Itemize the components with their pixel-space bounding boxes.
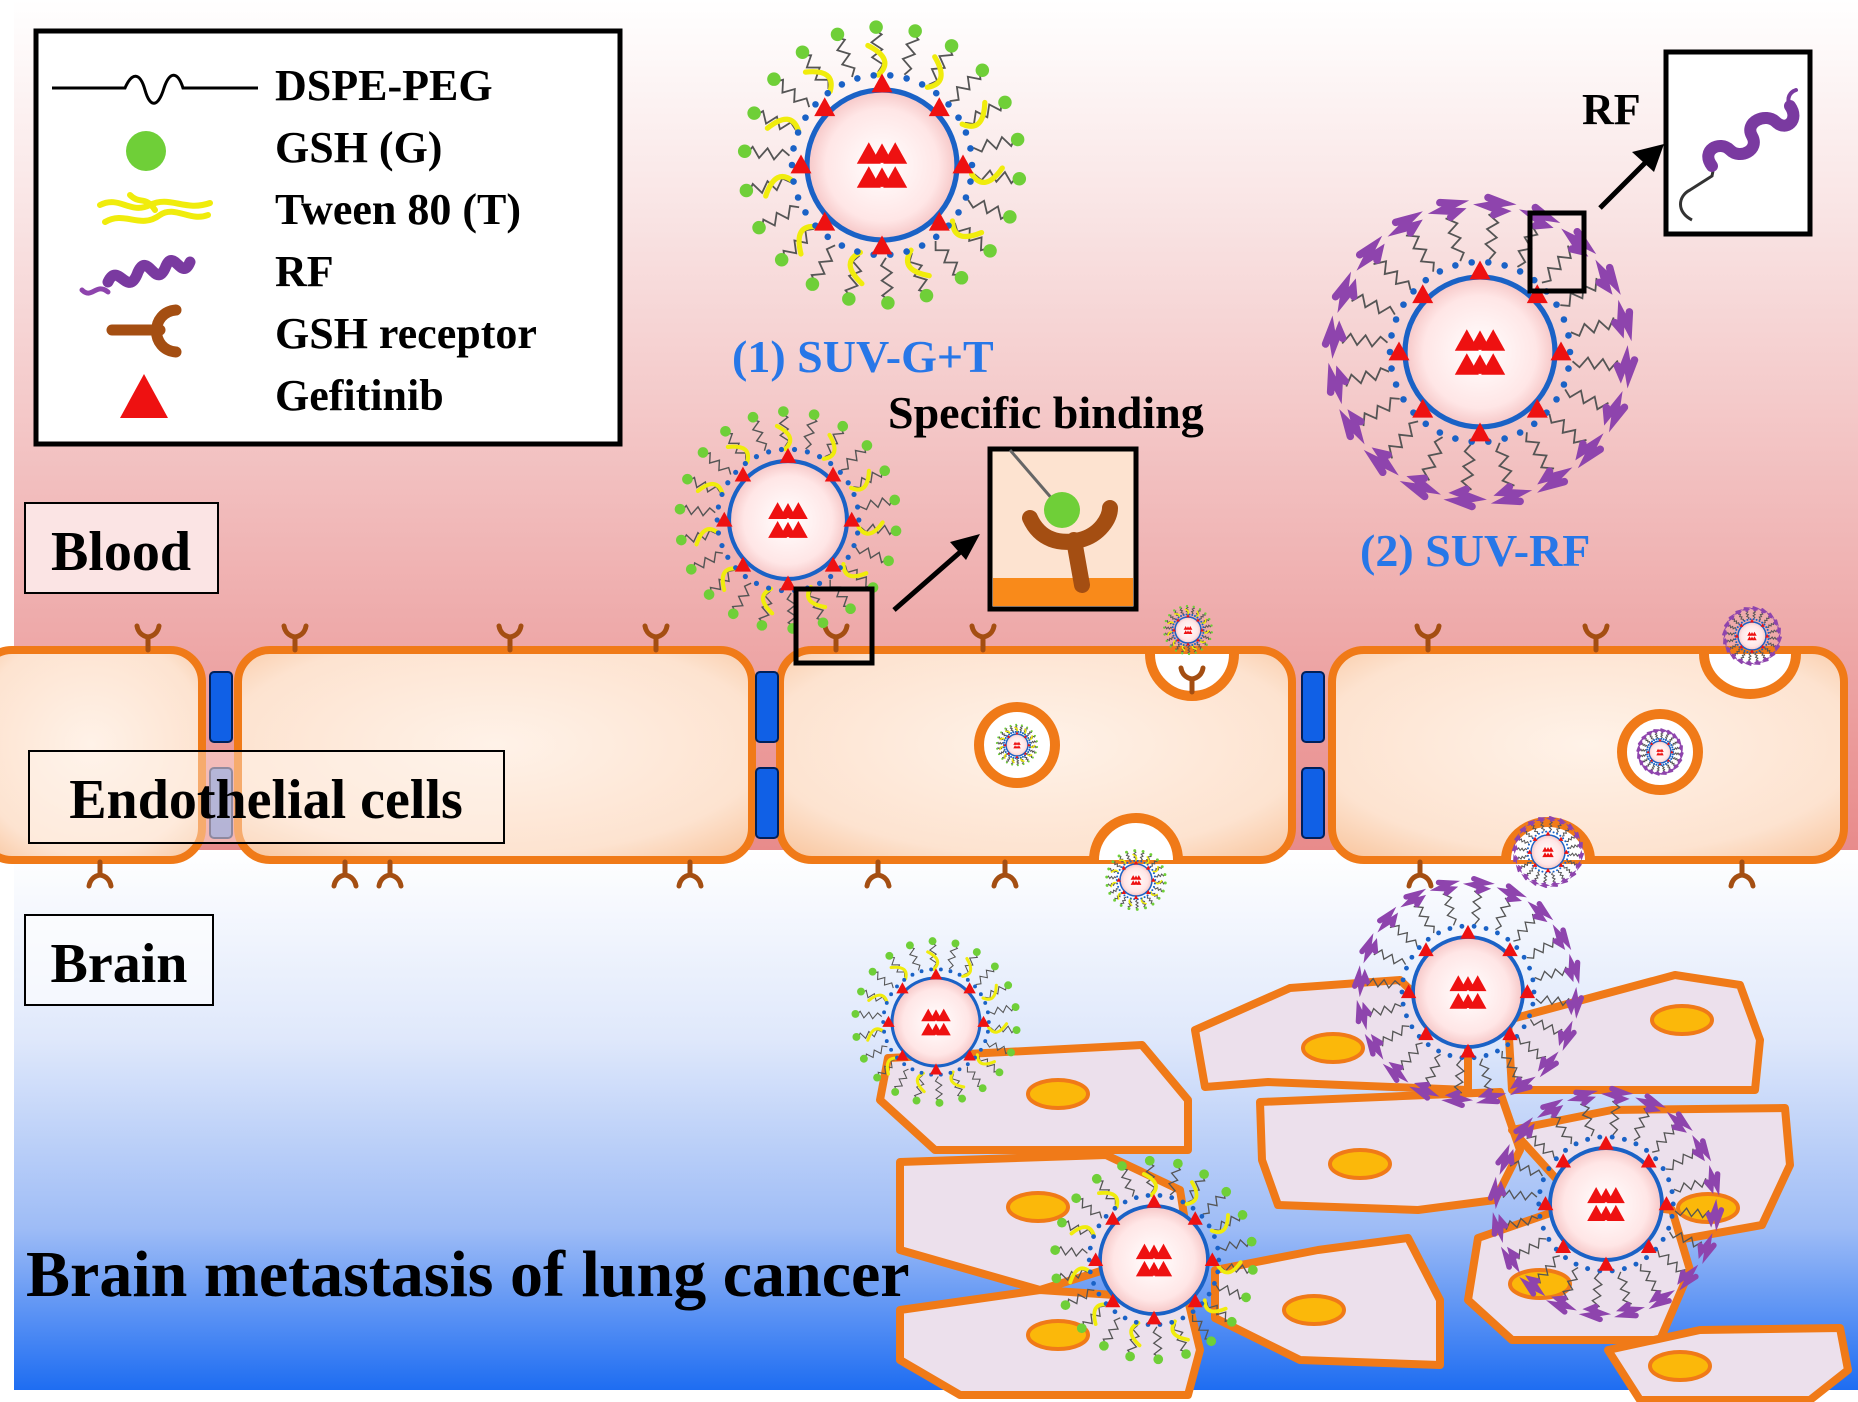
suv-gt-particle-binding bbox=[674, 406, 902, 634]
tight-junction bbox=[755, 671, 779, 743]
endothelial-label: Endothelial cells bbox=[69, 769, 463, 831]
nucleus bbox=[1301, 1032, 1365, 1064]
nucleus bbox=[1282, 1294, 1346, 1326]
endothelial-cell bbox=[0, 646, 206, 864]
suv-rf-label: (2) SUV-RF bbox=[1360, 525, 1590, 576]
brain-label: Brain bbox=[51, 933, 188, 995]
rf-arrow bbox=[1598, 158, 1650, 210]
legend: DSPE-PEG GSH (G) Tween 80 (T) RF GSH rec… bbox=[33, 28, 623, 447]
endocytic-pit bbox=[1699, 653, 1801, 699]
tight-junction bbox=[1301, 767, 1325, 839]
suv-gt-particle-small bbox=[1105, 849, 1167, 911]
suv-rf-particle bbox=[1321, 193, 1639, 511]
suv-gt-particle bbox=[737, 20, 1027, 310]
tumor-cell bbox=[1604, 1324, 1852, 1402]
suv-gt-particle-small bbox=[1163, 604, 1213, 656]
binding-arrowhead bbox=[950, 534, 980, 560]
binding-arrow bbox=[892, 545, 968, 612]
endothelial-label-box bbox=[28, 750, 505, 844]
suv-gt-label: (1) SUV-G+T bbox=[732, 331, 994, 382]
binding-callout: Specific binding bbox=[793, 387, 1204, 666]
nucleus bbox=[1648, 1350, 1712, 1382]
legend-label-peg: DSPE-PEG bbox=[275, 61, 493, 110]
suv-gt-particle-brain bbox=[851, 937, 1021, 1107]
legend-label-rf: RF bbox=[275, 247, 334, 296]
rf-arrowhead bbox=[1632, 144, 1664, 172]
binding-label: Specific binding bbox=[888, 387, 1204, 438]
inset-membrane bbox=[993, 578, 1133, 606]
legend-label-gsh: GSH (G) bbox=[275, 123, 442, 172]
nucleus bbox=[1006, 1191, 1070, 1223]
suv-rf-particle-small bbox=[1722, 606, 1782, 666]
tight-junction bbox=[209, 767, 233, 839]
tween-icon bbox=[97, 192, 213, 225]
rf-callout: RF bbox=[1527, 49, 1813, 294]
tumor-cell bbox=[1256, 1088, 1524, 1214]
legend-label-receptor: GSH receptor bbox=[275, 309, 537, 358]
gefitinib-icon bbox=[120, 374, 168, 418]
gsh-receptor-icon bbox=[106, 304, 182, 358]
blood-label: Blood bbox=[51, 521, 191, 583]
endothelial-cell bbox=[234, 646, 756, 864]
metastasis-label: Brain metastasis of lung cancer bbox=[26, 1238, 910, 1311]
tight-junction bbox=[1301, 671, 1325, 743]
nanoparticles bbox=[674, 20, 1782, 1365]
gsh-icon bbox=[126, 131, 166, 171]
inset-peg-chain bbox=[1679, 165, 1716, 222]
suv-rf-particle-small bbox=[1636, 728, 1684, 776]
nucleus bbox=[1026, 1078, 1090, 1110]
nucleus bbox=[1328, 1148, 1392, 1180]
blood-label-box bbox=[24, 502, 219, 594]
peg-icon bbox=[52, 73, 258, 105]
nucleus bbox=[1650, 1004, 1714, 1036]
suv-rf-particle-brain bbox=[1487, 1085, 1725, 1323]
suv-rf-particle-small bbox=[1511, 815, 1585, 889]
rf-inset bbox=[1663, 49, 1813, 237]
inset-gsh bbox=[1044, 492, 1080, 528]
rf-highlight-box bbox=[1527, 210, 1587, 294]
nucleus bbox=[1026, 1319, 1090, 1351]
binding-highlight-box bbox=[793, 586, 875, 666]
endocytic-pit bbox=[1145, 653, 1239, 701]
suv-rf-particle-brain bbox=[1351, 875, 1585, 1109]
legend-label-gefitinib: Gefitinib bbox=[275, 371, 444, 420]
suv-gt-particle-brain bbox=[1050, 1155, 1258, 1365]
exocytic-pit bbox=[1089, 813, 1183, 861]
legend-label-tween: Tween 80 (T) bbox=[275, 185, 521, 234]
brain-label-box bbox=[24, 914, 214, 1006]
suv-gt-particle-small bbox=[995, 723, 1039, 767]
rf-icon bbox=[79, 255, 196, 296]
tight-junction bbox=[755, 767, 779, 839]
region-labels: Blood Endothelial cells Brain Brain meta… bbox=[24, 502, 910, 1311]
endothelial-layer bbox=[0, 626, 1848, 886]
rf-callout-label: RF bbox=[1582, 85, 1641, 134]
tight-junction bbox=[209, 671, 233, 743]
inset-rf-helix bbox=[1702, 88, 1800, 172]
inset-receptor bbox=[1022, 500, 1118, 593]
